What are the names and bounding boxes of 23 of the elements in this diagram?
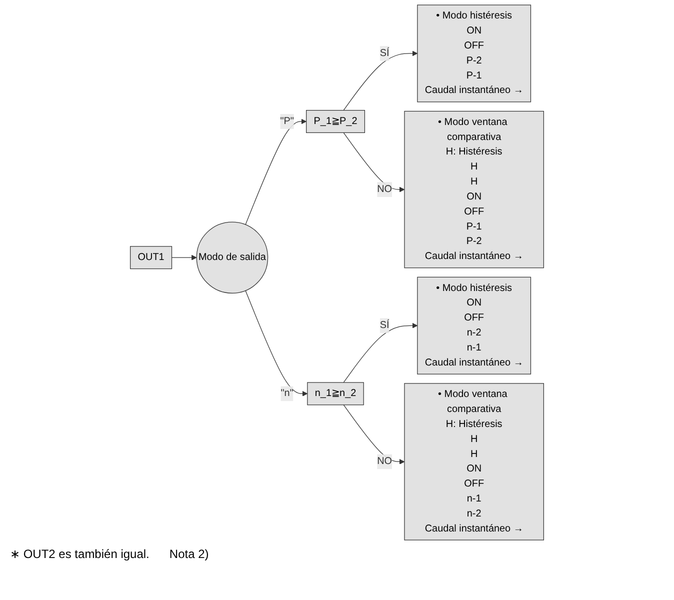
edge-label: SÍ [380, 48, 390, 58]
edge-label: NO [377, 456, 392, 467]
node-box: P_1≧P_2 [306, 110, 365, 133]
arrow [171, 254, 197, 260]
arrow [343, 50, 418, 111]
edge-label: "n" [280, 388, 294, 399]
arrow [343, 322, 418, 383]
edge-label: "P" [280, 116, 294, 126]
node-box: • Modo histéresis ON OFF n-2 n-1 Caudal instantáneo → [417, 276, 532, 374]
arrow [245, 290, 308, 396]
arrow [343, 132, 405, 192]
note-text: Nota 2) [169, 547, 209, 561]
node-box: OUT1 [130, 246, 172, 270]
arrow [343, 404, 405, 464]
node-box: n_1≧n_2 [307, 382, 364, 406]
edge-label: SÍ [380, 320, 390, 331]
node-circle: Modo de salida [196, 222, 268, 294]
edge-label: NO [377, 184, 392, 195]
arrow [245, 118, 307, 225]
node-box: • Modo ventana comparativa H: Histéresis H H ON OFF P-1 P-2 Caudal instantáneo → [404, 110, 544, 268]
note-text: ∗ OUT2 es también igual. [10, 547, 150, 561]
node-box: • Modo histéresis ON OFF P-2 P-1 Caudal instantáneo → [417, 4, 532, 102]
node-box: • Modo ventana comparativa H: Histéresis H H ON OFF n-1 n-2 Caudal instantáneo → [404, 383, 544, 540]
